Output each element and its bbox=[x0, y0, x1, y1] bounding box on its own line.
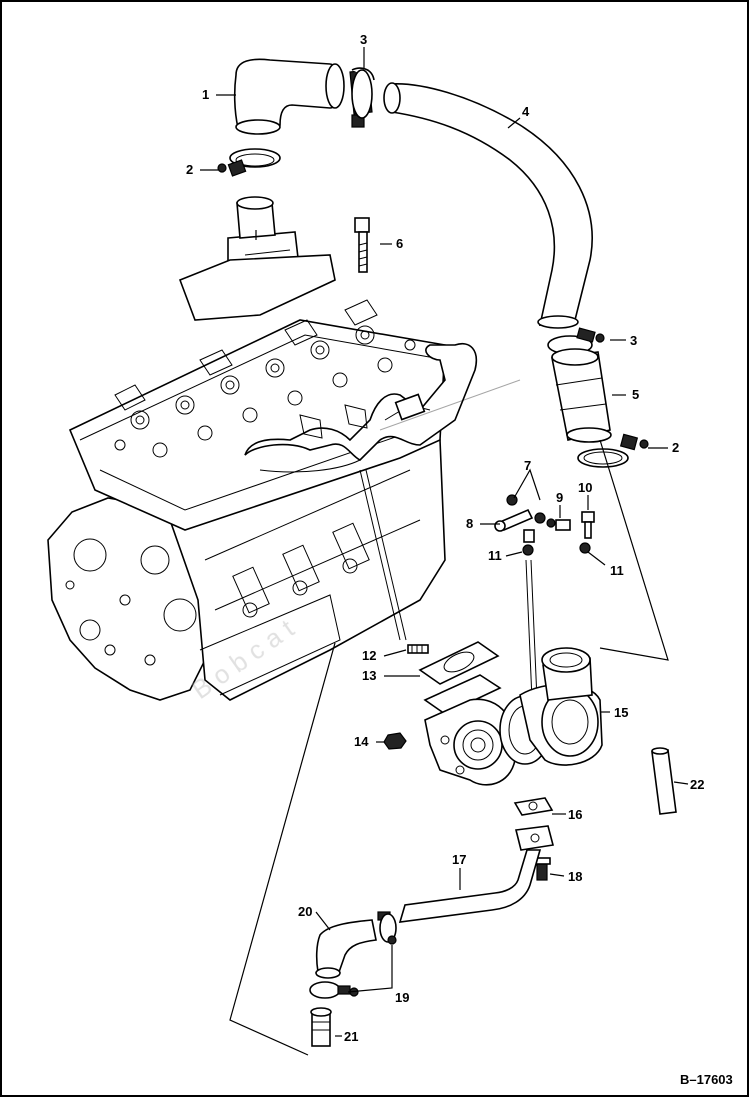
callout-11-right: 11 bbox=[610, 563, 624, 578]
callout-5: 5 bbox=[632, 387, 639, 402]
callout-16: 16 bbox=[568, 807, 582, 822]
leader-lines bbox=[200, 47, 689, 1037]
drain-assembly bbox=[309, 825, 554, 1047]
hose-22 bbox=[651, 747, 677, 815]
callout-3-lower: 3 bbox=[630, 333, 637, 348]
callout-17: 17 bbox=[452, 852, 466, 867]
callout-10: 10 bbox=[578, 480, 592, 495]
callout-22: 22 bbox=[690, 777, 704, 792]
engine-block bbox=[47, 196, 477, 701]
callout-4: 4 bbox=[522, 104, 530, 119]
callout-11-left: 11 bbox=[488, 548, 502, 563]
callout-20: 20 bbox=[298, 904, 312, 919]
callout-15: 15 bbox=[614, 705, 628, 720]
callout-2-upper: 2 bbox=[186, 162, 193, 177]
callout-3-upper: 3 bbox=[360, 32, 367, 47]
stud-6 bbox=[354, 217, 370, 273]
assembly-lines bbox=[229, 230, 669, 1056]
callout-labels: 1 2 3 4 6 3 5 2 7 9 10 8 11 11 12 13 14 … bbox=[186, 32, 704, 1044]
callout-18: 18 bbox=[568, 869, 582, 884]
callout-12: 12 bbox=[362, 648, 376, 663]
gasket-16 bbox=[513, 797, 554, 816]
callout-14: 14 bbox=[354, 734, 369, 749]
oil-fittings bbox=[494, 494, 595, 701]
callout-2-lower: 2 bbox=[672, 440, 679, 455]
callout-21: 21 bbox=[344, 1029, 358, 1044]
callout-8: 8 bbox=[466, 516, 473, 531]
upper-hoses bbox=[217, 58, 649, 468]
callout-19: 19 bbox=[395, 990, 409, 1005]
callout-1: 1 bbox=[202, 87, 209, 102]
figure-id: B–17603 bbox=[680, 1072, 733, 1087]
callout-13: 13 bbox=[362, 668, 376, 683]
callout-6: 6 bbox=[396, 236, 403, 251]
turbocharger bbox=[383, 641, 603, 786]
callout-9: 9 bbox=[556, 490, 563, 505]
callout-7: 7 bbox=[524, 458, 531, 473]
